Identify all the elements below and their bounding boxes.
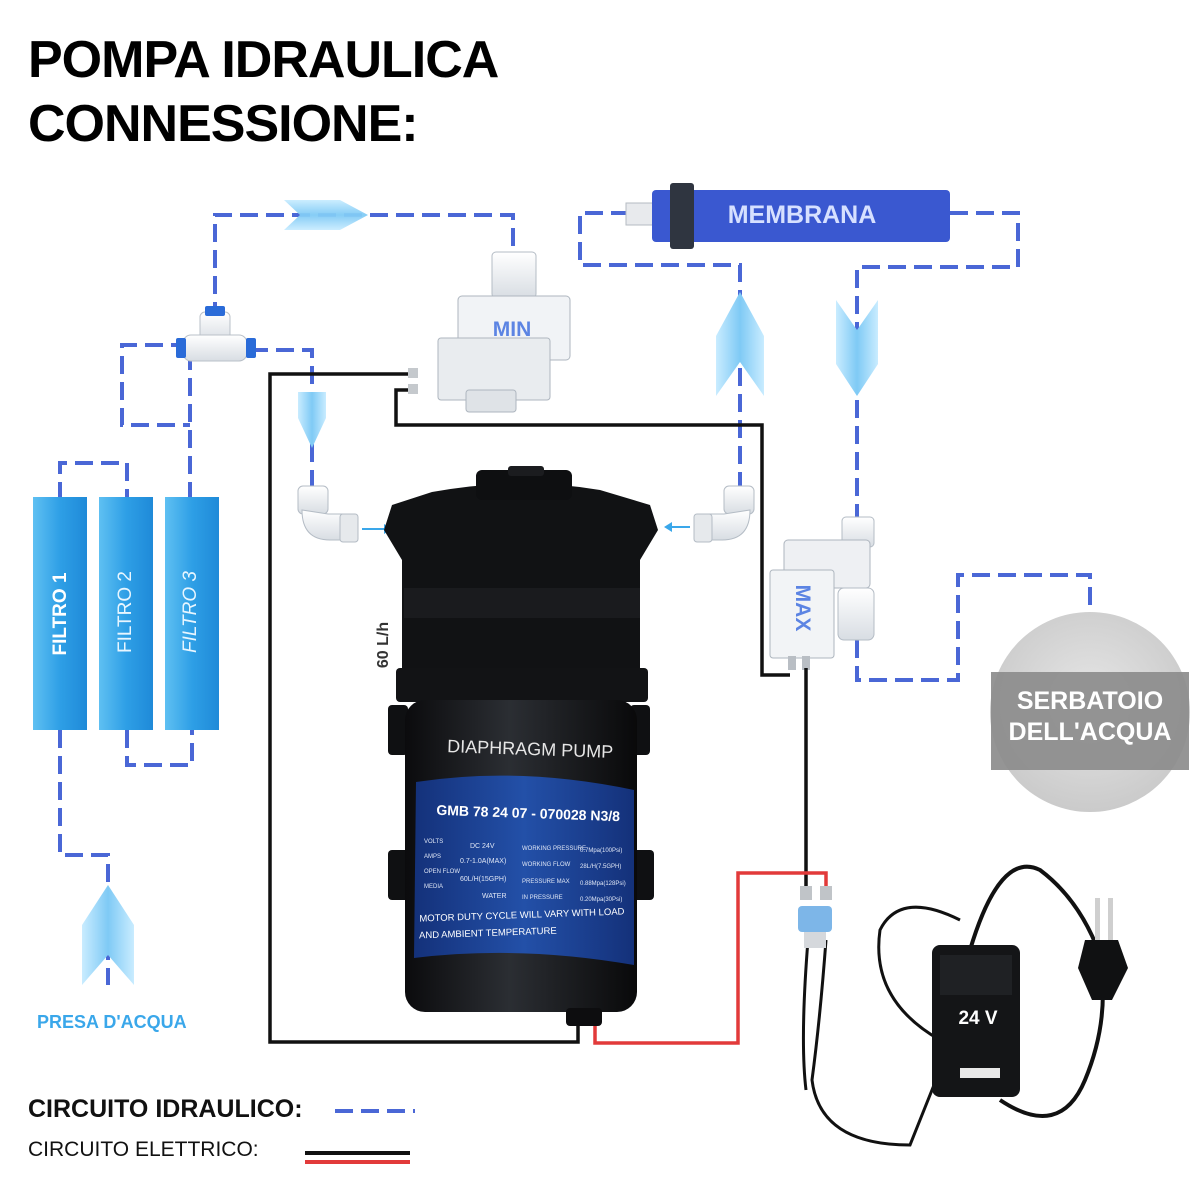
spec-label: PRESSURE MAX <box>522 879 570 885</box>
pipe-filter3-to-tee <box>120 343 192 500</box>
pipe-membrane-out <box>855 211 1020 520</box>
pump-note-line2: AND AMBIENT TEMPERATURE <box>419 926 557 942</box>
power-adapter: 24 V <box>798 864 1128 1147</box>
flow-rate-label: 60 L/h <box>375 622 392 668</box>
page-title-line1: POMPA IDRAULICA <box>28 31 499 89</box>
filter-1: FILTRO 1 <box>33 497 87 730</box>
spec-label: WORKING PRESSURE <box>522 846 586 852</box>
spec-value: WATER <box>482 893 507 900</box>
max-pressure-switch: MAX <box>769 516 875 670</box>
page-title-line2: CONNESSIONE: <box>28 95 419 153</box>
min-switch-label: MIN <box>493 318 532 341</box>
filter-1-label: FILTRO 1 <box>50 572 71 655</box>
spec-value: 28L/H(7.5GPH) <box>580 864 621 870</box>
water-inlet-label: PRESA D'ACQUA <box>37 1012 187 1032</box>
membrane: MEMBRANA <box>625 183 950 249</box>
diaphragm-pump: DIAPHRAGM PUMP GMB 78 24 07 - 070028 N3/… <box>384 466 658 1026</box>
filter-2: FILTRO 2 <box>99 497 153 730</box>
spec-value: 0.7Mpa(100Psi) <box>580 848 622 854</box>
spec-label: IN PRESSURE <box>522 895 563 901</box>
spec-label: WORKING FLOW <box>522 862 571 868</box>
flow-arrow-up-pump-outlet <box>716 292 764 396</box>
spec-value: 0.7-1.0A(MAX) <box>460 858 506 865</box>
pipe-max-to-tank <box>855 573 1092 682</box>
pump-model: GMB 78 24 07 - 070028 N3/8 <box>436 802 620 824</box>
filter-3: FILTRO 3 <box>165 497 219 730</box>
tank-label-line1: SERBATOIO <box>1017 687 1163 715</box>
filter-3-label: FILTRO 3 <box>180 571 201 653</box>
pipe-filter2-filter3-bottom <box>125 730 194 767</box>
spec-label: MEDIA <box>424 884 443 890</box>
spec-value: DC 24V <box>470 843 495 850</box>
spec-label: VOLTS <box>424 839 443 845</box>
flow-arrow-right <box>284 200 368 230</box>
spec-value: 60L/H(15GPH) <box>460 876 506 883</box>
pump-label <box>414 775 634 965</box>
membrane-label: MEMBRANA <box>728 201 877 229</box>
adapter-voltage: 24 V <box>958 1008 997 1029</box>
tee-fitting <box>176 306 256 362</box>
spec-value: 0.88Mpa(128Psi) <box>580 881 626 887</box>
max-switch-label: MAX <box>791 585 814 632</box>
pump-specs: VOLTS DC 24V WORKING PRESSURE 0.7Mpa(100… <box>424 839 626 903</box>
spec-label: OPEN FLOW <box>424 869 460 875</box>
pipe-tee-to-pump-inlet <box>250 348 314 490</box>
black-wire-min-to-pump <box>268 372 580 1044</box>
plug <box>1078 898 1128 1000</box>
flow-arrows <box>82 200 878 985</box>
filter-2-label: FILTRO 2 <box>115 571 136 653</box>
pipe-pump-outlet-up <box>578 211 742 490</box>
flow-arrow-up-inlet <box>82 885 134 985</box>
adapter-cable <box>810 939 946 1147</box>
legend-electric-label: CIRCUITO ELETTRICO: <box>28 1138 259 1161</box>
pump-inlet-elbow <box>297 485 392 543</box>
min-pressure-switch: MIN <box>437 251 571 413</box>
wire-connectors <box>798 886 832 948</box>
flow-arrow-down-to-max <box>836 300 878 396</box>
pipe-filter1-filter2-top <box>58 461 129 500</box>
legend-lines <box>305 1109 415 1164</box>
black-wire-min-to-max <box>394 388 790 677</box>
tank-label-line2: DELL'ACQUA <box>1009 718 1172 746</box>
pipe-tee-up <box>213 213 515 320</box>
spec-label: AMPS <box>424 854 441 860</box>
spec-value: 0.20Mpa(30Psi) <box>580 897 622 903</box>
electric-wires <box>268 368 828 1045</box>
legend-hydraulic-label: CIRCUITO IDRAULICO: <box>28 1095 303 1123</box>
flow-arrow-down-pump-inlet <box>298 392 326 448</box>
pump-outlet-elbow <box>664 485 755 543</box>
water-tank: SERBATOIO DELL'ACQUA <box>990 612 1190 812</box>
red-wire-pump-to-adapter <box>593 871 828 1045</box>
